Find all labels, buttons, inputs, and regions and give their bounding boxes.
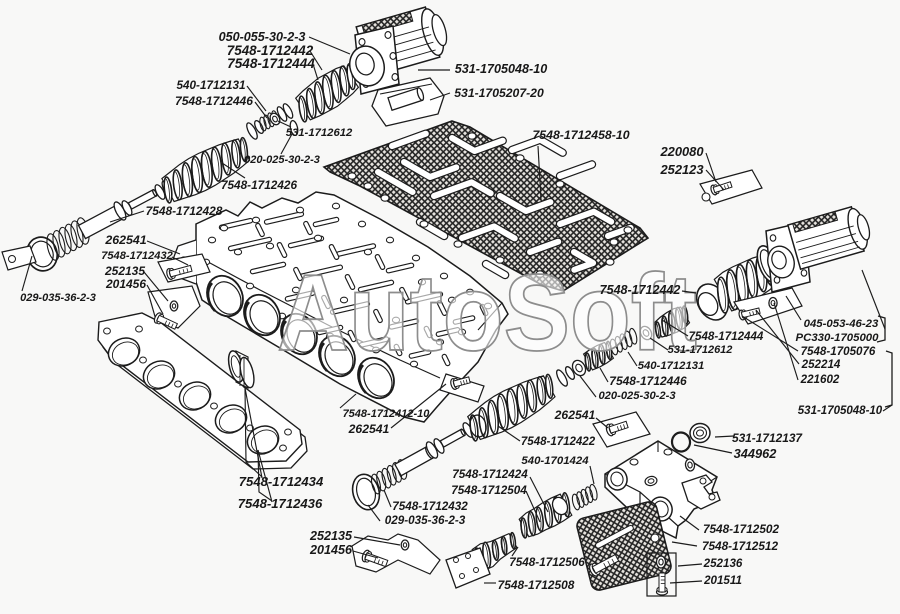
svg-text:220080: 220080	[659, 144, 704, 159]
svg-text:201456: 201456	[309, 543, 353, 557]
svg-text:252135: 252135	[104, 264, 145, 278]
svg-text:7548-1712434: 7548-1712434	[239, 474, 324, 489]
svg-text:540-1701424: 540-1701424	[521, 455, 589, 467]
svg-text:540-1712131: 540-1712131	[638, 360, 705, 372]
svg-text:252214: 252214	[801, 358, 841, 371]
svg-text:7548-1712428: 7548-1712428	[146, 204, 223, 218]
svg-text:7548-1712504: 7548-1712504	[451, 484, 527, 497]
svg-text:531-1712137: 531-1712137	[732, 431, 803, 445]
svg-text:201511: 201511	[703, 574, 742, 587]
svg-text:262541: 262541	[348, 422, 390, 436]
svg-text:531-1705048-10: 531-1705048-10	[798, 405, 883, 417]
svg-text:252123: 252123	[659, 162, 704, 177]
svg-text:344962: 344962	[734, 446, 777, 461]
svg-text:531-1705048-10: 531-1705048-10	[455, 62, 547, 76]
svg-text:7548-1712444: 7548-1712444	[689, 330, 764, 343]
svg-text:7548-1712458-10: 7548-1712458-10	[532, 128, 629, 142]
svg-text:029-035-36-2-3: 029-035-36-2-3	[20, 292, 96, 304]
svg-text:7548-1712422: 7548-1712422	[521, 436, 596, 448]
svg-text:262541: 262541	[554, 408, 596, 422]
svg-text:7548-1712426: 7548-1712426	[221, 178, 298, 192]
svg-text:7548-1712502: 7548-1712502	[703, 522, 780, 536]
svg-text:020-025-30-2-3: 020-025-30-2-3	[598, 390, 676, 402]
svg-text:AutoSoft: AutoSoft	[277, 252, 697, 374]
svg-text:262541: 262541	[104, 233, 146, 247]
svg-text:540-1712131: 540-1712131	[177, 79, 246, 92]
svg-text:7548-1712446: 7548-1712446	[609, 374, 687, 388]
svg-text:020-025-30-2-3: 020-025-30-2-3	[244, 154, 320, 166]
svg-text:531-1712612: 531-1712612	[286, 127, 353, 139]
svg-text:252135: 252135	[309, 529, 353, 543]
svg-text:7548-1712432: 7548-1712432	[392, 500, 468, 513]
svg-text:252136: 252136	[703, 557, 743, 570]
svg-text:029-035-36-2-3: 029-035-36-2-3	[385, 514, 466, 527]
svg-text:7548-1712506: 7548-1712506	[509, 556, 585, 569]
svg-text:РС330-1705000: РС330-1705000	[796, 332, 880, 344]
svg-text:7548-1712432: 7548-1712432	[101, 250, 173, 262]
svg-text:050-055-30-2-3: 050-055-30-2-3	[219, 30, 306, 44]
svg-text:7548-1712436: 7548-1712436	[238, 496, 323, 511]
svg-text:7548-1712508: 7548-1712508	[498, 578, 575, 592]
svg-text:531-1705207-20: 531-1705207-20	[454, 86, 544, 100]
svg-text:531-1712612: 531-1712612	[668, 344, 733, 356]
svg-text:201456: 201456	[105, 277, 146, 291]
svg-text:7548-1712446: 7548-1712446	[175, 94, 253, 108]
svg-text:7548-1712442: 7548-1712442	[600, 283, 681, 297]
svg-text:7548-1712424: 7548-1712424	[452, 468, 528, 481]
svg-text:7548-1712442: 7548-1712442	[227, 43, 314, 58]
svg-text:7548-1705076: 7548-1705076	[801, 345, 876, 358]
svg-text:7548-1712412-10: 7548-1712412-10	[343, 408, 431, 420]
svg-text:7548-1712444: 7548-1712444	[227, 56, 315, 71]
svg-text:221602: 221602	[800, 373, 840, 386]
svg-text:7548-1712512: 7548-1712512	[702, 539, 779, 553]
svg-text:045-053-46-23: 045-053-46-23	[804, 318, 879, 330]
